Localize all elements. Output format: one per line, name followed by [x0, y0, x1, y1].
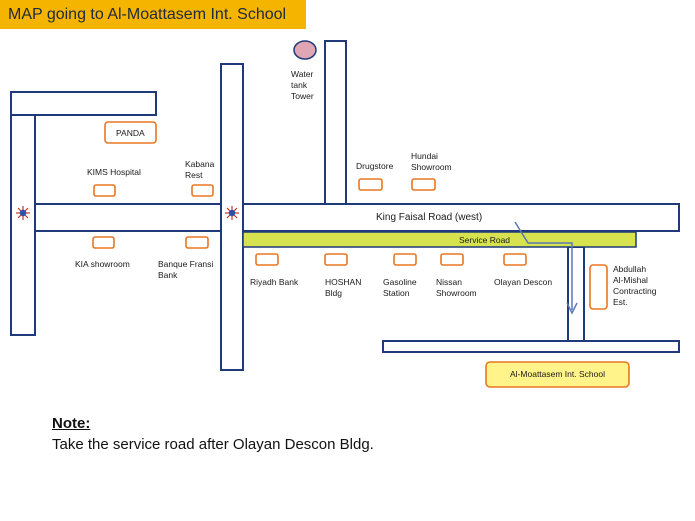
water-tank-road — [324, 40, 347, 205]
gasoline-station-label: Gasoline Station — [383, 277, 417, 298]
kims-hospital-label: KIMS Hospital — [87, 167, 141, 177]
arrow-down-icon — [566, 302, 578, 315]
map-title: MAP going to Al-Moattasem Int. School — [0, 0, 306, 29]
king-faisal-road-label: King Faisal Road (west) — [376, 212, 483, 223]
riyadh-bank-label: Riyadh Bank — [250, 277, 299, 287]
drugstore-label: Drugstore — [356, 161, 394, 171]
hundai-showroom-label: Hundai Showroom — [411, 151, 452, 172]
school-road — [382, 340, 680, 353]
hoshan-bldg-label: HOSHAN Bldg — [325, 277, 362, 298]
traffic-light-icon — [225, 206, 239, 220]
destination-box — [485, 361, 630, 388]
kia-marker — [92, 236, 115, 249]
hundai-marker — [411, 178, 436, 191]
nissan-showroom-label: Nissan Showroom — [436, 277, 477, 298]
panda-label: PANDA — [116, 128, 145, 138]
gasoline-marker — [393, 253, 417, 266]
kia-showroom-label: KIA showroom — [75, 259, 130, 269]
nissan-marker — [440, 253, 464, 266]
service-road-label: Service Road — [459, 235, 511, 245]
banque-fransi-label: Banque Fransi Bank — [158, 259, 214, 280]
olayan-marker — [503, 253, 527, 266]
kims-marker — [93, 184, 116, 197]
king-faisal-road-right — [242, 203, 680, 232]
top-left-road — [10, 91, 157, 116]
route-line — [514, 221, 573, 310]
water-tank-label: Water tank Tower — [291, 69, 314, 101]
destination-label: Al-Moattasem Int. School — [510, 369, 605, 379]
hoshan-marker — [324, 253, 348, 266]
kabana-marker — [191, 184, 214, 197]
drugstore-marker — [358, 178, 383, 191]
left-vertical-road — [10, 91, 36, 336]
kabana-rest-label: Kabana Rest — [185, 159, 215, 180]
connector-road — [567, 246, 585, 342]
note-text: Take the service road after Olayan Desco… — [52, 436, 374, 453]
banque-marker — [185, 236, 209, 249]
king-faisal-road-left — [34, 203, 222, 232]
traffic-light-icon — [16, 206, 30, 220]
water-tank-icon — [293, 40, 317, 60]
olayan-descon-label: Olayan Descon — [494, 277, 553, 287]
abdullah-al-mishal-label: Abdullah Al-Mishal Contracting Est. — [613, 264, 657, 307]
road-network — [10, 40, 680, 371]
service-road — [242, 231, 637, 248]
note-title: Note: — [52, 415, 91, 432]
abdullah-marker — [589, 264, 608, 310]
panda-marker — [104, 121, 157, 144]
riyadh-marker — [255, 253, 279, 266]
